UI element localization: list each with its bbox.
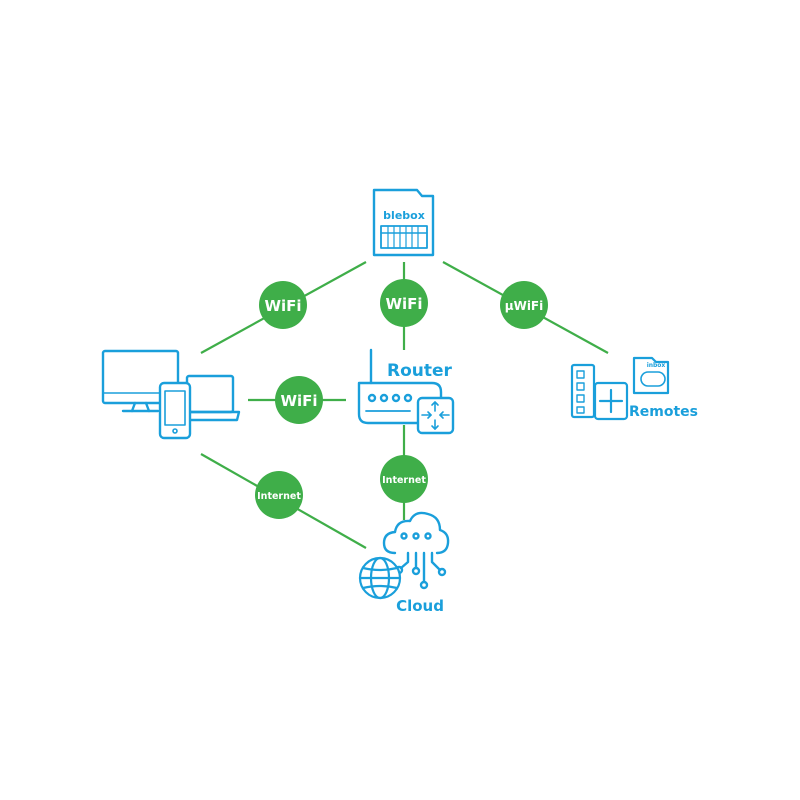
router-label: Router <box>387 361 453 381</box>
cloud-label: Cloud <box>396 597 444 615</box>
remotes-label: Remotes <box>629 404 698 420</box>
badge-label: WiFi <box>280 392 317 410</box>
badge-label: µWiFi <box>505 299 544 313</box>
badge-label: WiFi <box>385 295 422 313</box>
remotes-icon <box>570 356 670 421</box>
badge-blebox-remotes: µWiFi <box>500 281 548 329</box>
badge-blebox-devices: WiFi <box>259 281 307 329</box>
cloud-icon <box>382 511 450 590</box>
badge-router-cloud: Internet <box>380 455 428 503</box>
computer-devices-icon <box>101 349 241 440</box>
badge-label: Internet <box>257 491 301 502</box>
badge-label: WiFi <box>264 297 301 315</box>
badge-blebox-router: WiFi <box>380 279 428 327</box>
blebox-device-icon <box>372 188 435 257</box>
remotes-inbox-logo: inbox <box>647 362 666 369</box>
badge-devices-cloud: Internet <box>255 471 303 519</box>
blebox-logo: blebox <box>383 209 425 222</box>
badge-label: Internet <box>382 475 426 486</box>
globe-icon <box>358 556 402 600</box>
badge-devices-router: WiFi <box>275 376 323 424</box>
router-icon <box>357 348 455 435</box>
